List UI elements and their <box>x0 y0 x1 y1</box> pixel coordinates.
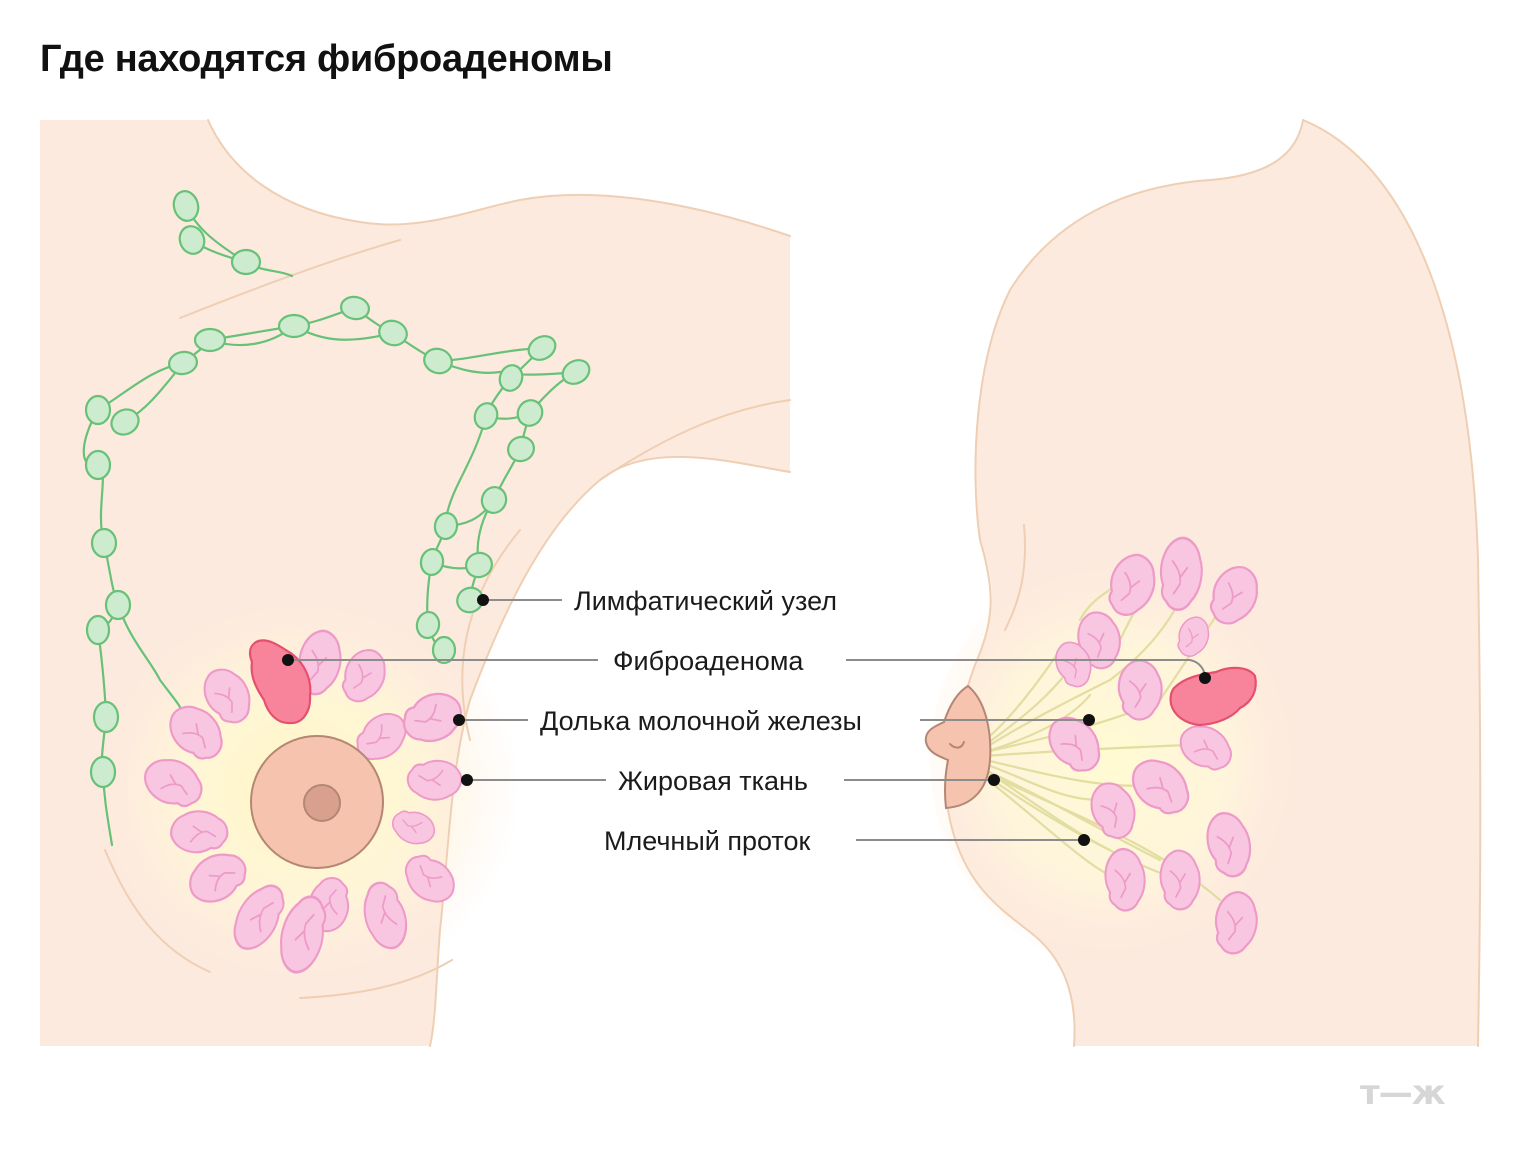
label-milk-duct: Млечный проток <box>604 826 810 856</box>
label-fibroadenoma: Фиброаденома <box>613 646 804 676</box>
label-lymph-node: Лимфатический узел <box>574 586 837 616</box>
front-view <box>40 120 790 1046</box>
label-fatty-tissue: Жировая ткань <box>618 766 808 796</box>
brand-logo: т—ж <box>1360 1076 1445 1110</box>
label-lobule: Долька молочной железы <box>540 706 862 736</box>
front-nipple <box>304 785 340 821</box>
side-view <box>926 120 1481 1046</box>
